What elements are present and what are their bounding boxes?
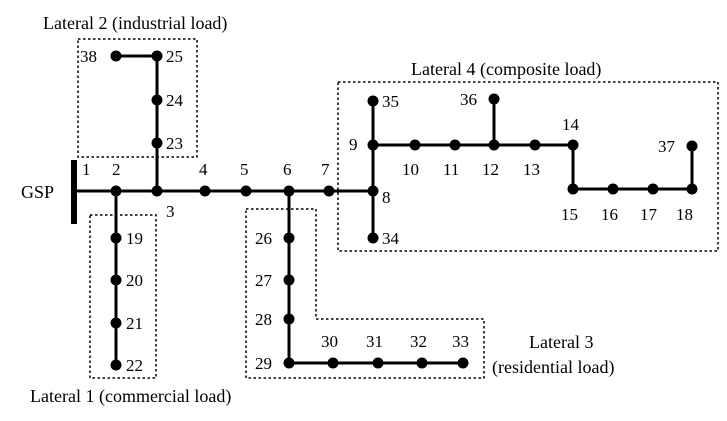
bus-label-13: 13 xyxy=(523,160,540,179)
bus-label-5: 5 xyxy=(240,160,249,179)
bus-nodes xyxy=(110,50,698,371)
bus-node-22 xyxy=(110,359,122,371)
bus-label-14: 14 xyxy=(562,115,580,134)
bus-node-37 xyxy=(686,140,698,152)
bus-node-29 xyxy=(283,357,295,369)
bus-node-21 xyxy=(110,317,122,329)
lateral-2-box xyxy=(77,38,198,158)
bus-label-16: 16 xyxy=(601,205,618,224)
bus-label-19: 19 xyxy=(126,229,143,248)
bus-node-14 xyxy=(567,139,579,151)
bus-node-13 xyxy=(529,139,541,151)
bus-node-38 xyxy=(110,50,122,62)
bus-label-33: 33 xyxy=(452,332,469,351)
bus-label-25: 25 xyxy=(166,47,183,66)
bus-node-12 xyxy=(488,139,500,151)
bus-node-3 xyxy=(151,185,163,197)
gsp-label: GSP xyxy=(21,182,54,202)
bus-label-20: 20 xyxy=(126,271,143,290)
bus-label-24: 24 xyxy=(166,91,184,110)
bus-node-16 xyxy=(607,183,619,195)
bus-node-32 xyxy=(416,357,428,369)
bus-label-10: 10 xyxy=(402,160,419,179)
bus-node-35 xyxy=(367,95,379,107)
bus-label-28: 28 xyxy=(255,310,272,329)
bus-label-31: 31 xyxy=(366,332,383,351)
lateral-4-box xyxy=(337,81,719,252)
bus-node-34 xyxy=(367,232,379,244)
bus-node-31 xyxy=(372,357,384,369)
bus-node-19 xyxy=(110,232,122,244)
bus-label-9: 9 xyxy=(349,135,358,154)
lateral-1-box xyxy=(89,214,157,379)
bus-node-15 xyxy=(567,183,579,195)
bus-label-6: 6 xyxy=(283,160,292,179)
bus-label-29: 29 xyxy=(255,354,272,373)
bus-label-36: 36 xyxy=(460,90,477,109)
bus-label-18: 18 xyxy=(676,205,693,224)
lateral-3-label-line1: Lateral 3 xyxy=(529,332,593,352)
bus-node-23 xyxy=(151,137,163,149)
bus-node-20 xyxy=(110,274,122,286)
bus-node-30 xyxy=(327,357,339,369)
bus-label-3: 3 xyxy=(166,202,175,221)
bus-label-1: 1 xyxy=(82,160,91,179)
bus-label-8: 8 xyxy=(382,188,391,207)
bus-label-4: 4 xyxy=(199,160,208,179)
bus-label-38: 38 xyxy=(80,47,97,66)
bus-node-9 xyxy=(367,139,379,151)
bus-label-22: 22 xyxy=(126,356,143,375)
bus-label-35: 35 xyxy=(382,92,399,111)
bus-node-36 xyxy=(488,93,500,105)
lateral-3-box xyxy=(245,208,485,379)
bus-node-10 xyxy=(409,139,421,151)
bus-node-11 xyxy=(449,139,461,151)
bus-node-17 xyxy=(647,183,659,195)
bus-label-21: 21 xyxy=(126,314,143,333)
lateral-1-label: Lateral 1 (commercial load) xyxy=(30,386,231,407)
bus-node-8 xyxy=(367,185,379,197)
bus-node-7 xyxy=(323,185,335,197)
bus-label-12: 12 xyxy=(482,160,499,179)
bus-label-11: 11 xyxy=(443,160,459,179)
bus-node-33 xyxy=(457,357,469,369)
bus-label-17: 17 xyxy=(640,205,658,224)
lateral-2-label: Lateral 2 (industrial load) xyxy=(43,13,227,34)
bus-node-2 xyxy=(110,185,122,197)
bus-label-2: 2 xyxy=(112,160,121,179)
bus-label-34: 34 xyxy=(382,229,400,248)
bus-label-27: 27 xyxy=(255,271,273,290)
bus-node-25 xyxy=(151,50,163,62)
bus-node-28 xyxy=(283,313,295,325)
lateral-4-label: Lateral 4 (composite load) xyxy=(411,59,601,80)
bus-label-26: 26 xyxy=(255,229,272,248)
bus-node-27 xyxy=(283,274,295,286)
feeder-lines xyxy=(76,54,694,365)
bus-label-15: 15 xyxy=(561,205,578,224)
bus-node-4 xyxy=(199,185,211,197)
bus-node-18 xyxy=(686,183,698,195)
bus-label-7: 7 xyxy=(321,160,330,179)
bus-node-24 xyxy=(151,94,163,106)
bus-label-30: 30 xyxy=(321,332,338,351)
bus-node-5 xyxy=(240,185,252,197)
bus-node-26 xyxy=(283,232,295,244)
lateral-3-label-line2: (residential load) xyxy=(492,357,614,378)
bus-label-32: 32 xyxy=(410,332,427,351)
bus-label-23: 23 xyxy=(166,134,183,153)
bus-label-37: 37 xyxy=(658,137,676,156)
bus-node-6 xyxy=(283,185,295,197)
